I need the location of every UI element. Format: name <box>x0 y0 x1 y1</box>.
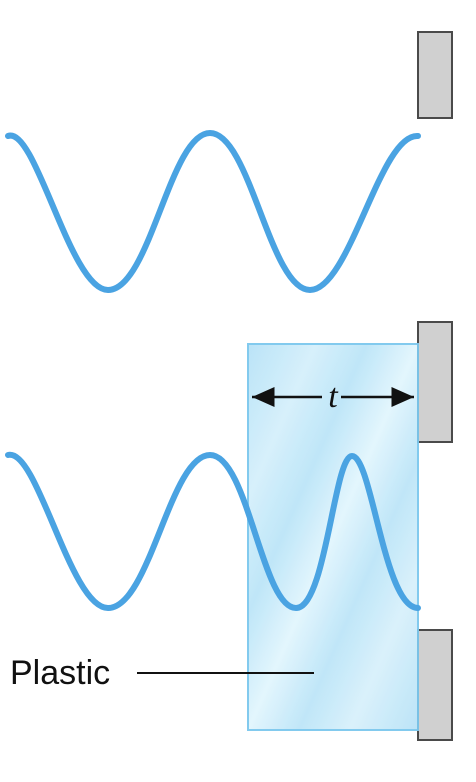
top-reflector-block <box>417 31 453 119</box>
thickness-label: t <box>328 378 339 415</box>
upper-reflector-block <box>417 321 453 443</box>
top-wave <box>5 130 421 293</box>
bottom-wave <box>5 451 421 611</box>
plastic-slab <box>247 343 419 731</box>
lower-reflector-block <box>417 629 453 741</box>
plastic-label: Plastic <box>10 654 110 692</box>
